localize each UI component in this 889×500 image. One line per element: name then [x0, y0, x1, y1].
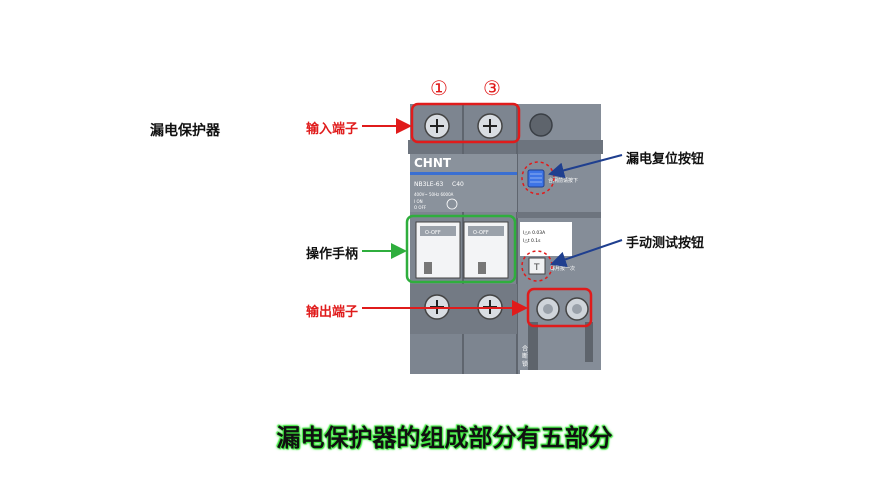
terminal-number-1: ①: [430, 76, 448, 100]
n-terminal-hole: [529, 113, 553, 137]
label-output-terminal: 输出端子: [306, 305, 359, 320]
svg-text:T: T: [533, 263, 540, 273]
input-terminal-box: [410, 102, 521, 144]
rating-text: C40: [452, 181, 464, 188]
page-title: 漏电保护器: [150, 123, 220, 139]
spec-text: 400V~ 50Hz 6000A: [414, 192, 454, 197]
manual-test-button[interactable]: [528, 257, 546, 275]
label-leak-reset-button: 漏电复位按钮: [626, 152, 705, 167]
operating-handle[interactable]: [415, 221, 509, 279]
cert-mark-icon: [446, 198, 458, 210]
caption: 漏电保护器的组成部分有五部分: [276, 424, 613, 452]
terminal-number-3: ③: [483, 76, 501, 100]
brand-logo: CHNT: [414, 156, 452, 170]
spec-plate: [520, 222, 572, 256]
leak-spec-1: I△n 0.03A: [523, 230, 546, 236]
label-manual-test-button: 手动测试按钮: [626, 236, 705, 251]
off-mark: O OFF: [414, 205, 427, 210]
operating-handle-box: [405, 214, 517, 284]
handle-off-label-2: O-OFF: [473, 230, 489, 236]
reset-note: 合闸前请按下: [548, 177, 578, 184]
arrow-leak-reset: [548, 154, 623, 179]
arrow-manual-test: [550, 239, 623, 268]
label-operating-handle: 操作手柄: [306, 247, 359, 262]
leak-spec-2: I△t 0.1s: [523, 238, 541, 244]
test-note: 每月按一次: [550, 265, 575, 272]
output-terminal-box: [526, 287, 593, 328]
input-screw-1-icon: [424, 113, 450, 139]
side-text: 合 断 锁: [521, 344, 528, 368]
label-input-terminal: 输入端子: [306, 122, 359, 137]
on-mark: I ON: [414, 199, 423, 204]
input-screw-3-icon: [477, 113, 503, 139]
model-text: NB3LE-63: [414, 181, 444, 188]
handle-off-label-1: O-OFF: [425, 230, 441, 236]
